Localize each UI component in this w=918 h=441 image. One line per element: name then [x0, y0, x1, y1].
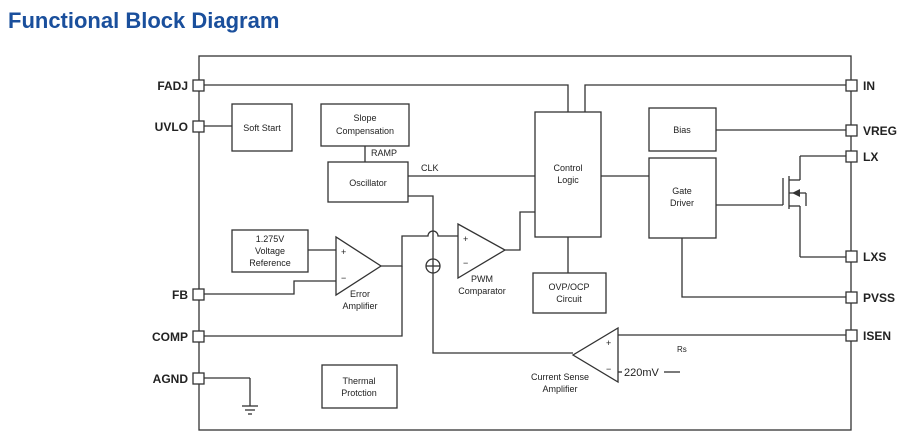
error-amplifier-label: Error — [350, 289, 370, 299]
thermal-protection-block: Thermal Protction — [321, 364, 398, 409]
pin-label: LXS — [863, 250, 886, 264]
control-logic-block: Control Logic — [534, 111, 602, 238]
svg-text:Gate: Gate — [672, 186, 692, 196]
pin-label: FB — [172, 288, 188, 302]
pin-label: ISEN — [863, 329, 891, 343]
svg-text:−: − — [463, 258, 468, 268]
rs-label: Rs — [677, 345, 687, 354]
svg-text:Protction: Protction — [341, 388, 377, 398]
pwm-comparator-label: Comparator — [458, 286, 506, 296]
pin-uvlo: UVLO — [155, 120, 205, 134]
current-sense-amplifier-label: Amplifier — [542, 384, 577, 394]
ramp-label: RAMP — [371, 148, 397, 158]
pin-fb: FB — [172, 288, 205, 302]
svg-text:−: − — [341, 273, 346, 283]
svg-text:Driver: Driver — [670, 198, 694, 208]
slope-compensation-block: Slope Compensation — [320, 103, 410, 147]
error-amplifier-label: Amplifier — [342, 301, 377, 311]
svg-text:−: − — [606, 364, 611, 374]
svg-text:Compensation: Compensation — [336, 126, 394, 136]
svg-text:Oscillator: Oscillator — [349, 178, 387, 188]
pin-vreg: VREG — [845, 124, 897, 138]
ovp-ocp-circuit-block: OVP/OCP Circuit — [532, 272, 607, 314]
voltage-reference-block: 1.275V Voltage Reference — [231, 229, 309, 273]
svg-text:OVP/OCP: OVP/OCP — [548, 282, 589, 292]
svg-text:Logic: Logic — [557, 175, 579, 185]
oscillator-block: Oscillator — [327, 161, 409, 203]
current-sense-amplifier: + − Current Sense Amplifier — [531, 326, 619, 394]
pin-label: IN — [863, 79, 875, 93]
summing-node — [425, 258, 441, 274]
svg-text:Soft Start: Soft Start — [243, 123, 281, 133]
pin-label: VREG — [863, 124, 897, 138]
pin-label: AGND — [153, 372, 189, 386]
gate-driver-block: Gate Driver — [648, 157, 717, 239]
pin-comp: COMP — [152, 330, 205, 344]
error-amplifier: + − Error Amplifier — [335, 235, 383, 311]
pin-label: LX — [863, 150, 878, 164]
ground-symbol — [204, 377, 258, 415]
pin-isen: ISEN — [845, 329, 891, 343]
svg-text:+: + — [463, 234, 468, 244]
pin-lxs: LXS — [845, 250, 886, 264]
pin-label: UVLO — [155, 120, 188, 134]
pin-lx: LX — [845, 150, 878, 164]
pin-in: IN — [845, 79, 875, 93]
pin-label: COMP — [152, 330, 188, 344]
current-sense-amplifier-label: Current Sense — [531, 372, 589, 382]
pin-fadj: FADJ — [157, 79, 205, 93]
power-mosfet — [716, 155, 846, 258]
svg-text:Thermal: Thermal — [342, 376, 375, 386]
soft-start-block: Soft Start — [231, 103, 293, 152]
bias-block: Bias — [648, 107, 717, 152]
svg-text:Circuit: Circuit — [556, 294, 582, 304]
svg-text:Control: Control — [553, 163, 582, 173]
pin-label: PVSS — [863, 291, 895, 305]
svg-text:1.275V: 1.275V — [256, 234, 285, 244]
svg-text:+: + — [341, 247, 346, 257]
svg-text:+: + — [606, 338, 611, 348]
pwm-comparator: + − PWM Comparator — [457, 222, 507, 296]
wires — [204, 84, 846, 373]
pwm-comparator-label: PWM — [471, 274, 493, 284]
pin-pvss: PVSS — [845, 291, 895, 305]
page-title: Functional Block Diagram — [8, 8, 280, 33]
pin-label: FADJ — [157, 79, 188, 93]
svg-text:Slope: Slope — [353, 113, 376, 123]
svg-text:Bias: Bias — [673, 125, 691, 135]
clk-label: CLK — [421, 163, 439, 173]
pin-agnd: AGND — [153, 372, 205, 386]
svg-text:Voltage: Voltage — [255, 246, 285, 256]
offset-voltage-label: 220mV — [624, 367, 660, 379]
svg-text:Reference: Reference — [249, 258, 291, 268]
